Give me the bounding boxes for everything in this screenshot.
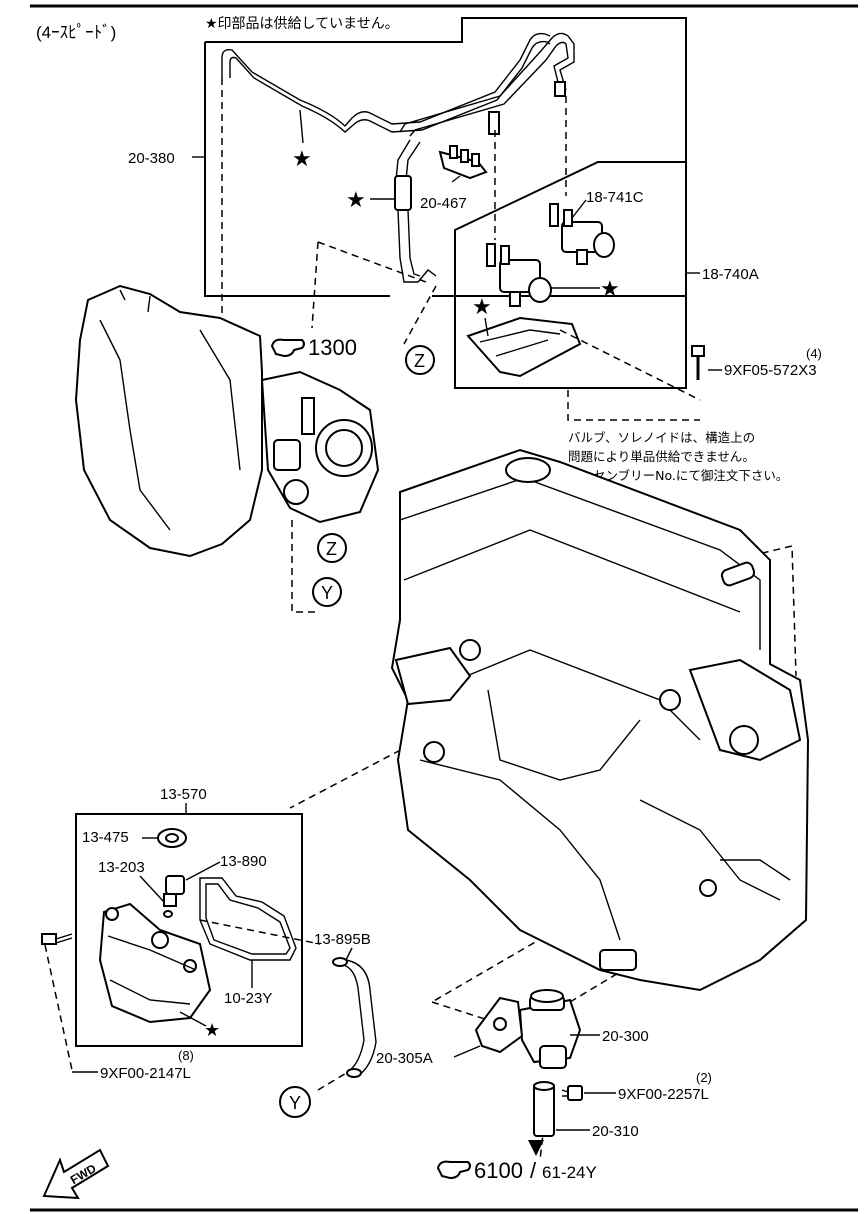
pointing-hand-icon [270, 338, 305, 358]
zone-marker-z [317, 533, 347, 563]
label-9XF00-2257L: 9XF00-2257L [618, 1086, 709, 1103]
valve-cover-13-570 [98, 902, 212, 1024]
label-18-740A: 18-740A [702, 266, 759, 283]
oil-control-box [75, 813, 303, 1047]
fwd-arrow-icon: FWD [42, 1148, 110, 1200]
label-13-570: 13-570 [160, 786, 207, 803]
assembly-note-line-1: バルブ、ソレノイドは、構造上の [568, 430, 755, 445]
transmission-housing [74, 284, 263, 558]
star-icon: ★ [472, 294, 492, 319]
zone-marker-z-top [405, 345, 435, 375]
label-20-305A: 20-305A [376, 1050, 433, 1067]
label-20-380: 20-380 [128, 150, 175, 167]
label-13-475: 13-475 [82, 829, 129, 846]
zone-z-label: Z [326, 539, 337, 559]
hose-13-895B [332, 957, 377, 1078]
solenoid-valve-upper [549, 203, 615, 265]
ref-1300: 1300 [308, 335, 357, 360]
hose-connector-20-467 [438, 145, 488, 180]
zone-z-top-label: Z [414, 351, 425, 371]
qty-9XF05: (4) [806, 346, 822, 361]
label-13-895B: 13-895B [314, 931, 371, 948]
engine-block [390, 448, 810, 992]
oil-seal-13-475 [157, 828, 187, 848]
page-title: (4ｰｽﾋﾟｰﾄﾞ) [36, 23, 116, 42]
star-icon: ★ [600, 276, 620, 301]
arrow-down-icon [528, 1140, 544, 1156]
qty-9XF00-2147L: (8) [178, 1048, 194, 1063]
pointing-hand-icon [436, 1160, 471, 1180]
gasket-10-23Y [199, 877, 297, 961]
star-icon: ★ [346, 187, 366, 212]
hose-group-box [205, 17, 687, 297]
label-20-310: 20-310 [592, 1123, 639, 1140]
hose-group-box-left [204, 42, 390, 297]
star-icon: ★ [292, 146, 312, 171]
label-13-203: 13-203 [98, 859, 145, 876]
bolt-9XF05 [691, 345, 705, 380]
throttle-body [260, 370, 380, 524]
zone-y-label: Y [321, 583, 333, 603]
bolt-9XF00-2257L [561, 1085, 583, 1101]
label-18-741C: 18-741C [586, 189, 644, 206]
solenoid-group-box [454, 161, 687, 389]
ref-6100: 6100 [474, 1158, 523, 1183]
solenoid-valve-lower [486, 243, 552, 307]
oil-control-valve [163, 875, 185, 918]
label-13-890: 13-890 [220, 853, 267, 870]
label-9XF00-2147L: 9XF00-2147L [100, 1065, 191, 1082]
vacuum-hose-assembly [221, 32, 575, 283]
solenoid-bracket [466, 316, 582, 378]
bolt-9XF00-2147L [41, 933, 73, 945]
zone-marker-y [312, 577, 342, 607]
egr-pipe-20-310 [533, 1081, 555, 1137]
egr-gasket-20-305A [474, 996, 524, 1054]
label-20-300: 20-300 [602, 1028, 649, 1045]
star-icon: ★ [204, 1020, 220, 1040]
label-9XF05: 9XF05-572X3 [724, 362, 817, 379]
zone-marker-y-bottom [279, 1086, 311, 1118]
label-20-467: 20-467 [420, 195, 467, 212]
ref-61-24Y: 61-24Y [542, 1163, 597, 1182]
egr-valve-20-300 [518, 989, 582, 1069]
qty-9XF00-2257L: (2) [696, 1070, 712, 1085]
star-note: ★印部品は供給していません。 [205, 16, 399, 32]
assembly-note-line-2: 問題により単品供給できません。 [568, 449, 755, 464]
label-10-23Y: 10-23Y [224, 990, 272, 1007]
zone-y-bottom-label: Y [289, 1093, 301, 1113]
assembly-note-line-3: アッセンブリーNo.にて御注文下さい。 [568, 468, 788, 483]
ref-separator: / [530, 1158, 537, 1183]
